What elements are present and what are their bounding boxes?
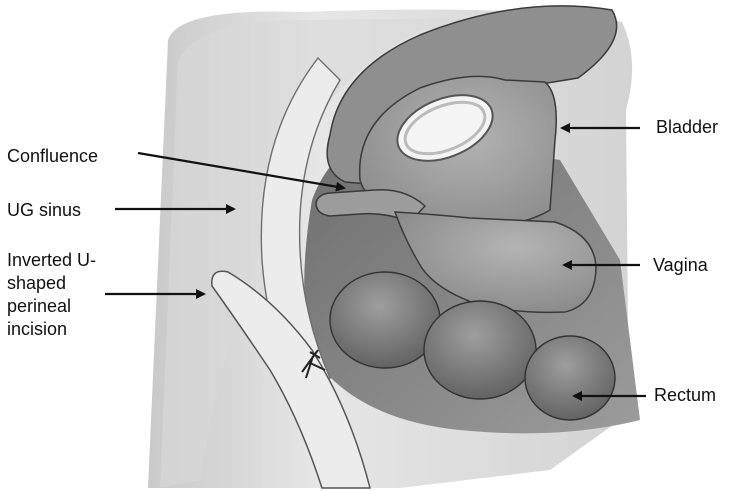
- label-rectum: Rectum: [654, 384, 716, 407]
- label-incision-line: incision: [7, 318, 96, 341]
- label-confluence: Confluence: [7, 145, 98, 168]
- label-incision-line: perineal: [7, 295, 96, 318]
- label-incision-line: shaped: [7, 272, 96, 295]
- label-incision-line: Inverted U-: [7, 249, 96, 272]
- rectum-bulb-2: [424, 301, 536, 399]
- label-vagina: Vagina: [653, 254, 708, 277]
- label-ug-sinus: UG sinus: [7, 199, 81, 222]
- label-perineal-incision: Inverted U- shaped perineal incision: [7, 249, 96, 341]
- label-bladder: Bladder: [656, 116, 718, 139]
- rectum-bulb-3: [525, 336, 615, 420]
